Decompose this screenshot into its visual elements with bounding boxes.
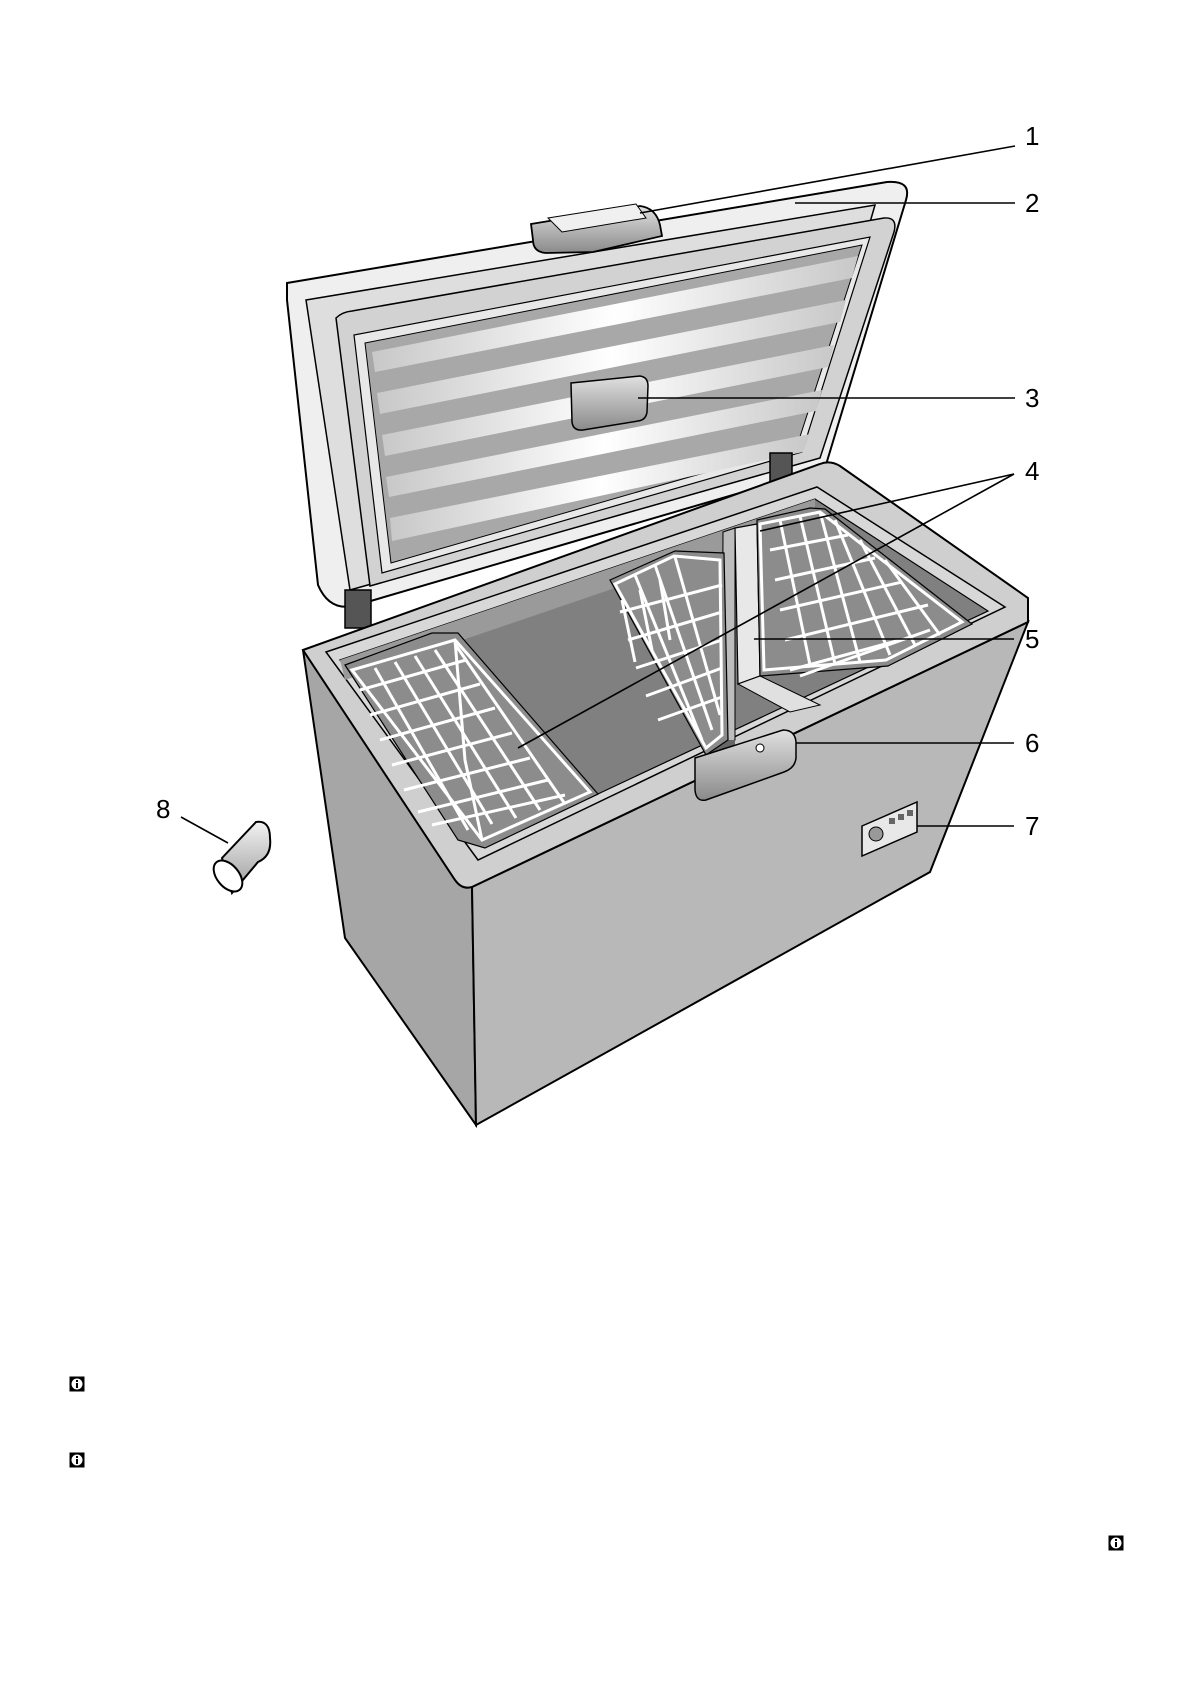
- drain-plug: [208, 822, 270, 897]
- callout-5: 5: [1025, 624, 1039, 654]
- callout-6: 6: [1025, 728, 1039, 758]
- callout-4: 4: [1025, 456, 1039, 486]
- callout-3: 3: [1025, 383, 1039, 413]
- callout-7: 7: [1025, 811, 1039, 841]
- info-icon: [1108, 1535, 1124, 1551]
- info-icon: [69, 1452, 85, 1468]
- callout-8: 8: [156, 794, 170, 824]
- callout-1: 1: [1025, 121, 1039, 151]
- info-icon: [69, 1376, 85, 1392]
- lid-label-plate: [571, 376, 648, 430]
- callout-2: 2: [1025, 188, 1039, 218]
